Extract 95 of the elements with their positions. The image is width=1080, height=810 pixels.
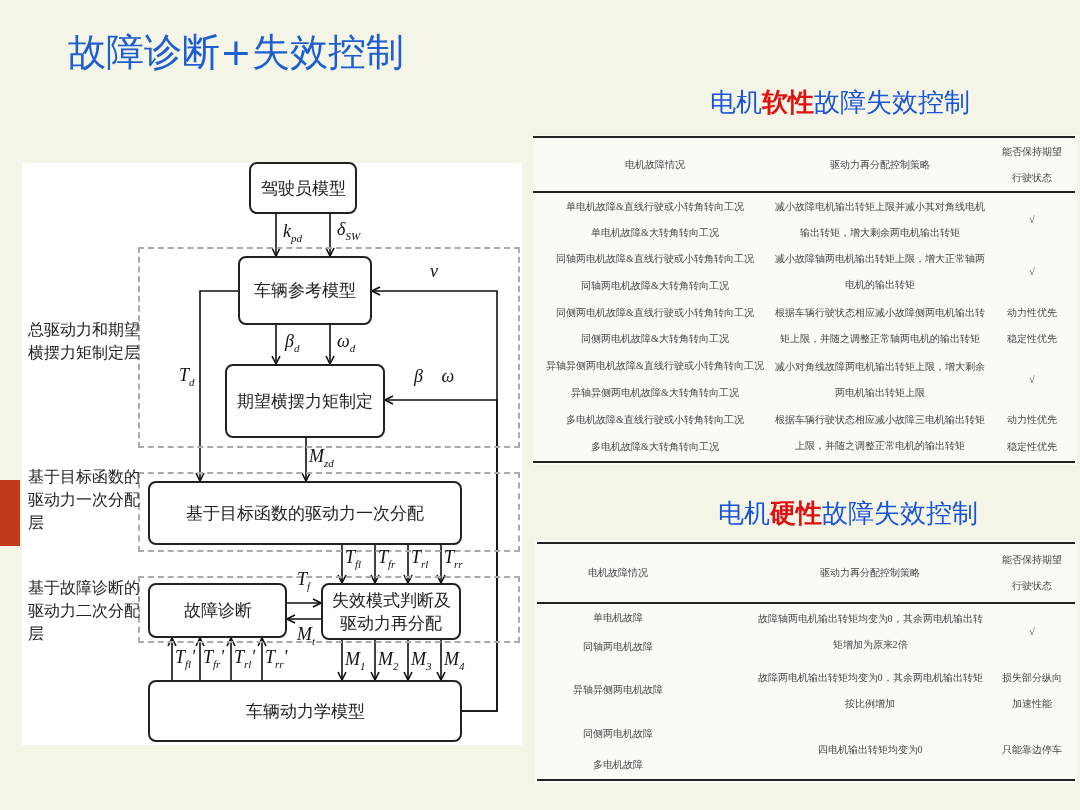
arrow — [286, 598, 322, 608]
arrow — [436, 544, 446, 584]
column-header: 电机故障情况 — [624, 158, 686, 172]
layer-label: 基于故障诊断的驱动力二次分配层 — [28, 577, 140, 646]
edge-label: M$_{4}$ — [444, 650, 465, 672]
arrow — [337, 639, 347, 681]
edge-label: T$_{fr}$' — [203, 648, 225, 670]
process-box: 基于目标函数的驱动力一次分配 — [148, 481, 462, 545]
result-text: 动力性优先 — [1006, 306, 1058, 320]
arrow — [403, 639, 413, 681]
arrow — [195, 290, 239, 482]
model-box: 车辆参考模型 — [238, 256, 372, 325]
arrow — [271, 324, 281, 365]
arrow — [384, 395, 498, 712]
edge-label: T$_{rr}$ — [444, 548, 463, 570]
arrow — [325, 213, 335, 257]
edge-label: δ$_{SW}$ — [337, 220, 361, 242]
strategy-text: 根据车辆行驶状态相应减小故障侧两电机输出转矩上限，并随之调整正常轴两电机的输出转矩 — [774, 306, 986, 346]
model-box: 驾驶员模型 — [249, 162, 357, 214]
strategy-text: 故障轴两电机输出转矩均变为0，其余两电机输出转矩增加为原来2倍 — [757, 612, 983, 652]
fault-case-text: 异轴异侧两电机故障&大转角转向工况 — [570, 386, 740, 400]
arrow — [370, 544, 380, 584]
fault-case-text: 同侧两电机故障 — [582, 727, 654, 741]
arrow — [257, 637, 267, 681]
table-title: 电机软性故障失效控制 — [709, 85, 971, 119]
edge-label: M$_{1}$ — [345, 650, 366, 672]
fault-case-text: 多电机故障&大转角转向工况 — [590, 440, 720, 454]
title: 故障诊断+失效控制 — [68, 30, 404, 76]
result-text: 稳定性优先 — [1006, 332, 1058, 346]
fault-case-text: 异轴异侧两电机故障 — [572, 683, 664, 697]
model-box: 车辆动力学模型 — [148, 680, 462, 742]
result-text: 稳定性优先 — [1006, 440, 1058, 454]
edge-label: M$_{zd}$ — [309, 447, 334, 469]
arrow — [301, 437, 311, 482]
edge-label: M$_{3}$ — [411, 650, 432, 672]
result-text: √ — [1028, 213, 1036, 227]
fault-case-text: 同侧两电机故障&大转角转向工况 — [580, 332, 730, 346]
column-header: 驱动力再分配控制策略 — [819, 566, 921, 580]
edge-label: T$_{rl}$ — [411, 548, 429, 570]
strategy-text: 故障两电机输出转矩均变为0，其余两电机输出转矩按比例增加 — [757, 671, 983, 711]
column-header: 电机故障情况 — [587, 566, 649, 580]
edge-label: T$_{rr}$' — [265, 648, 288, 670]
arrow — [436, 639, 446, 681]
process-box: 故障诊断 — [148, 583, 287, 638]
arrow — [286, 614, 322, 624]
edge-label: M$_{2}$ — [378, 650, 399, 672]
edge-label: β$_{d}$ — [285, 332, 300, 354]
process-box: 期望横摆力矩制定 — [225, 364, 385, 438]
fault-case-text: 同轴两电机故障&直线行驶或小转角转向工况 — [555, 252, 755, 266]
fault-case-text: 同轴两电机故障 — [582, 640, 654, 654]
edge-label: T$_{d}$ — [179, 366, 195, 388]
arrow — [271, 213, 281, 257]
arrow — [337, 544, 347, 584]
process-box: 失效模式判断及驱动力再分配 — [321, 583, 461, 640]
layer-label: 基于目标函数的驱动力一次分配层 — [28, 466, 140, 535]
result-text: √ — [1028, 265, 1036, 279]
fault-case-text: 同轴两电机故障&大转角转向工况 — [580, 279, 730, 293]
edge-label: ω$_{d}$ — [337, 332, 356, 354]
fault-case-text: 同侧两电机故障&直线行驶或小转角转向工况 — [555, 306, 755, 320]
fault-case-text: 单电机故障&大转角转向工况 — [590, 226, 720, 240]
arrow — [167, 637, 177, 681]
layer-label: 总驱动力和期望横摆力矩制定层 — [28, 319, 140, 365]
table-title: 电机硬性故障失效控制 — [717, 496, 979, 530]
result-text: 动力性优先 — [1006, 413, 1058, 427]
edge-label: T$_{fl}$ — [345, 548, 362, 570]
fault-case-text: 多电机故障&直线行驶或小转角转向工况 — [565, 413, 745, 427]
edge-label: T$_{rl}$' — [234, 648, 256, 670]
fault-case-text: 异轴异侧两电机故障&直线行驶或小转角转向工况 — [545, 359, 765, 373]
strategy-text: 根据车辆行驶状态相应减小故障三电机输出转矩上限，并随之调整正常电机的输出转矩 — [774, 413, 986, 453]
column-header: 驱动力再分配控制策略 — [829, 158, 931, 172]
edge-label: v — [430, 262, 438, 280]
strategy-text: 减小对角线故障两电机输出转矩上限，增大剩余两电机输出转矩上限 — [774, 360, 986, 400]
fault-case-text: 单电机故障&直线行驶或小转角转向工况 — [565, 200, 745, 214]
result-text: 只能靠边停车 — [1001, 743, 1063, 757]
edge-label: T$_{fl}$' — [175, 648, 195, 670]
edge-label: β ω — [414, 367, 455, 385]
arrow — [325, 324, 335, 365]
arrow — [195, 637, 205, 681]
result-text: √ — [1028, 625, 1036, 639]
fault-case-text: 多电机故障 — [592, 758, 644, 772]
arrow — [403, 544, 413, 584]
column-header: 能否保持期望行驶状态 — [1001, 553, 1063, 593]
result-text: 损失部分纵向加速性能 — [1001, 671, 1063, 711]
edge-label: M$_{t}$ — [297, 625, 316, 647]
strategy-text: 四电机输出转矩均变为0 — [816, 743, 924, 757]
arrow — [370, 639, 380, 681]
fault-case-text: 单电机故障 — [592, 611, 644, 625]
strategy-text: 减小故障电机输出转矩上限并减小其对角线电机输出转矩，增大剩余两电机输出转矩 — [774, 200, 986, 240]
result-text: √ — [1028, 373, 1036, 387]
edge-label: k$_{pd}$ — [283, 222, 302, 244]
arrow — [226, 637, 236, 681]
edge-label: T$_{fr}$ — [378, 548, 396, 570]
strategy-text: 减小故障轴两电机输出转矩上限，增大正常轴两电机的输出转矩 — [774, 252, 986, 292]
column-header: 能否保持期望行驶状态 — [1001, 145, 1063, 185]
edge-label: T$_{f}$ — [297, 570, 311, 592]
